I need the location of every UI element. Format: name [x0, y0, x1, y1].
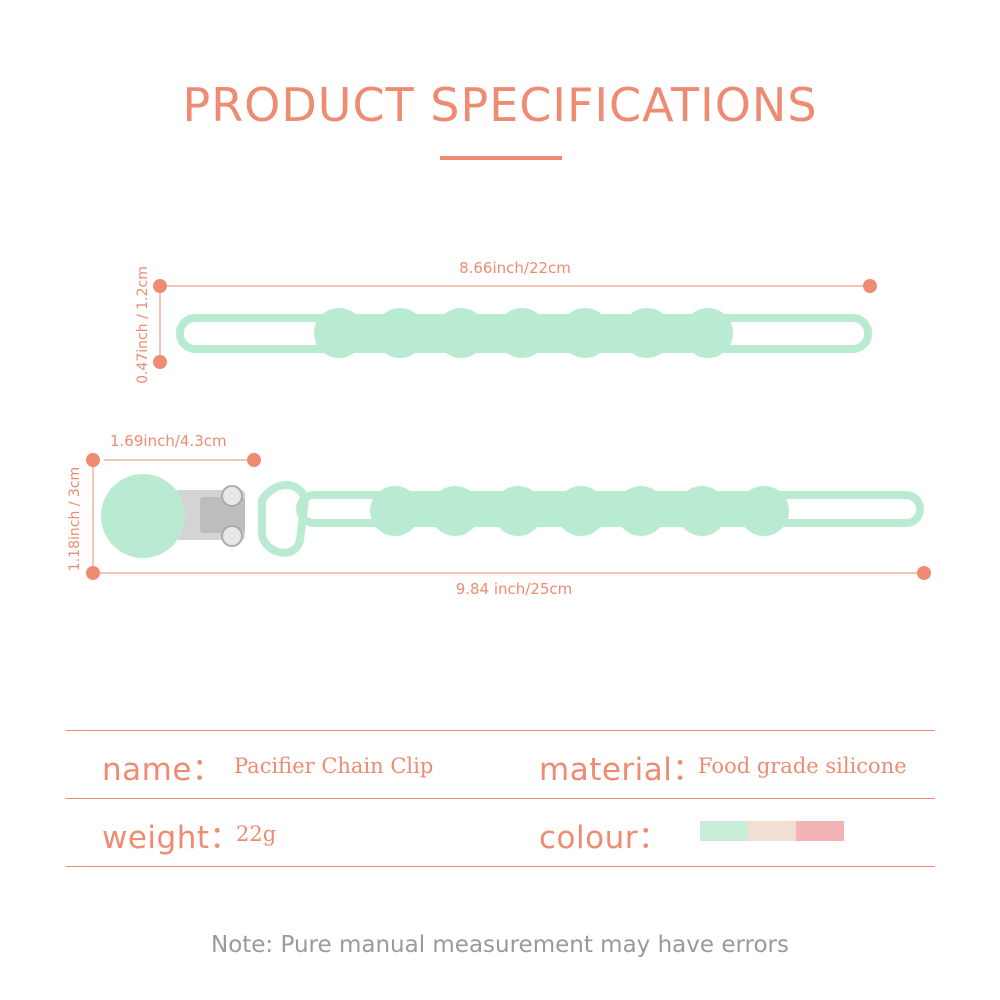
material-value: Food grade silicone: [698, 754, 907, 778]
clip-width-dimension-line: [104, 453, 261, 467]
table-bottom-rule: [66, 866, 935, 867]
table-top-rule: [66, 730, 935, 731]
colour-label: colour：: [539, 820, 670, 856]
colour-swatch-pink: [796, 821, 844, 841]
weight-label: weight：: [102, 820, 242, 856]
total-length-dimension-line: [93, 566, 931, 580]
name-label: name：: [102, 752, 224, 788]
clip-height-label: 1.18inch / 3cm: [67, 466, 83, 572]
chain-image: [176, 308, 872, 358]
clip-height-dimension-line: [86, 453, 100, 580]
colour-swatch-mint: [700, 821, 748, 841]
title-underline: [440, 156, 562, 160]
total-length-label: 9.84 inch/25cm: [455, 580, 573, 598]
colour-swatch-beige: [748, 821, 796, 841]
table-middle-rule: [66, 798, 935, 799]
material-label: material：: [539, 752, 704, 788]
page-title: PRODUCT SPECIFICATIONS: [182, 78, 818, 132]
colour-swatches: [700, 821, 844, 841]
clip-width-label: 1.69inch/4.3cm: [110, 432, 227, 450]
measurement-note: Note: Pure manual measurement may have e…: [210, 932, 789, 958]
weight-value: 22g: [236, 822, 277, 846]
clip-chain-image: [101, 474, 924, 558]
chain-length-dimension-line: [153, 279, 877, 293]
chain-width-dimension-line: [153, 286, 167, 369]
chain-length-label: 8.66inch/22cm: [459, 259, 571, 277]
chain-width-label: 0.47inch / 1.2cm: [135, 266, 151, 384]
name-value: Pacifier Chain Clip: [234, 754, 434, 778]
